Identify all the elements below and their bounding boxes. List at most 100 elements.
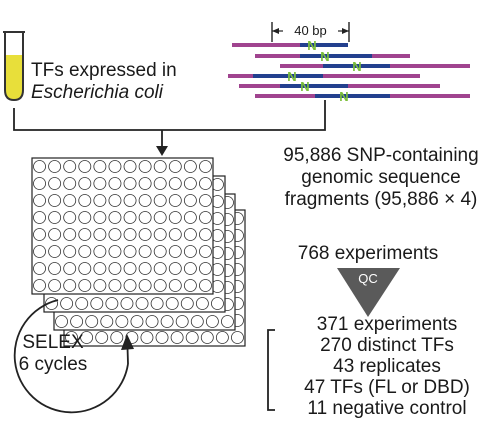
qc-label: QC <box>358 271 378 286</box>
result-line: 47 TFs (FL or DBD) <box>304 377 470 398</box>
plate-well <box>48 228 62 241</box>
plate-well <box>63 194 77 207</box>
snp-marker: N <box>287 69 296 84</box>
plate-well <box>33 245 46 258</box>
plate-well <box>199 211 212 224</box>
plate-well <box>215 331 229 344</box>
plate-well <box>48 211 62 224</box>
plate-well <box>70 315 84 328</box>
plate-well <box>175 315 189 328</box>
plate-well <box>168 228 182 241</box>
plate-well <box>93 279 107 292</box>
plate-well <box>110 331 124 344</box>
plate-well <box>199 245 212 258</box>
experiments-count: 768 experiments <box>297 243 439 264</box>
fragments-text-line3: fragments (95,886 × 4) <box>284 189 478 210</box>
result-line: 11 negative control <box>307 398 467 419</box>
plate-well <box>183 211 197 224</box>
plate-well <box>100 315 114 328</box>
plate-well <box>200 331 214 344</box>
plate-well <box>205 315 219 328</box>
plate-well <box>78 177 92 190</box>
plate-well <box>231 331 244 344</box>
plate-well <box>33 262 46 275</box>
plate-well <box>168 262 182 275</box>
plate-well <box>108 228 122 241</box>
tube-label-line1: TFs expressed in <box>31 60 177 81</box>
plate-well <box>78 245 92 258</box>
plate-well <box>55 315 68 328</box>
plate-well <box>138 160 152 173</box>
plate-well <box>199 262 212 275</box>
plate-well <box>138 245 152 258</box>
qc-filter-triangle <box>337 268 400 317</box>
snp-marker: N <box>307 38 316 53</box>
plate-well <box>138 211 152 224</box>
plate-well <box>138 279 152 292</box>
dna-fragment: N <box>228 69 420 84</box>
plate-well <box>153 194 167 207</box>
plate-well <box>108 211 122 224</box>
result-line: 270 distinct TFs <box>320 335 454 356</box>
snp-marker: N <box>320 49 329 64</box>
result-line: 371 experiments <box>316 314 458 335</box>
plate-well <box>199 279 212 292</box>
plate-well <box>211 297 224 310</box>
plate-well <box>185 331 199 344</box>
plate-well <box>183 245 197 258</box>
plate-well <box>93 177 107 190</box>
result-line: 43 replicates <box>333 356 441 377</box>
plate-well <box>123 211 137 224</box>
plate-well <box>90 297 104 310</box>
plate-well <box>168 245 182 258</box>
dna-fragment: N <box>232 38 348 53</box>
fragments-text-line1: 95,886 SNP-containing <box>283 145 479 166</box>
plate-well <box>93 228 107 241</box>
plate-outline <box>31 157 214 295</box>
results-bracket <box>267 329 275 411</box>
plate-well <box>63 262 77 275</box>
plate-well <box>63 211 77 224</box>
selex-cycle-arrow <box>13 299 134 414</box>
plate-well <box>160 315 174 328</box>
plate-well <box>123 245 137 258</box>
dna-fragment: N <box>280 59 470 74</box>
plate-well <box>48 262 62 275</box>
plate-well <box>168 279 182 292</box>
plate-well <box>93 211 107 224</box>
plate-well <box>108 177 122 190</box>
plate-well <box>93 160 107 173</box>
plate-well <box>78 160 92 173</box>
plate-well <box>48 245 62 258</box>
plate-well <box>183 262 197 275</box>
plate-well <box>105 297 119 310</box>
plate-well <box>95 331 109 344</box>
plate-well <box>65 331 78 344</box>
plate-well <box>108 262 122 275</box>
plate-well <box>195 297 209 310</box>
plate-well <box>78 279 92 292</box>
plate-well <box>80 331 94 344</box>
plate-well <box>108 279 122 292</box>
plate-well <box>78 194 92 207</box>
plate-well <box>63 279 77 292</box>
plate-well <box>85 315 99 328</box>
test-tube-icon <box>3 31 25 102</box>
plate-well <box>93 262 107 275</box>
plate-well <box>221 315 234 328</box>
plate-well <box>78 228 92 241</box>
dna-fragment: N <box>255 89 470 104</box>
plate-well <box>108 245 122 258</box>
plate-well <box>138 194 152 207</box>
plate-well <box>48 160 62 173</box>
plate-well <box>123 177 137 190</box>
plate-well <box>153 228 167 241</box>
plate-well <box>123 228 137 241</box>
plate-well <box>170 331 184 344</box>
well-plate <box>31 157 214 295</box>
plate-well <box>199 194 212 207</box>
plate-well <box>123 262 137 275</box>
